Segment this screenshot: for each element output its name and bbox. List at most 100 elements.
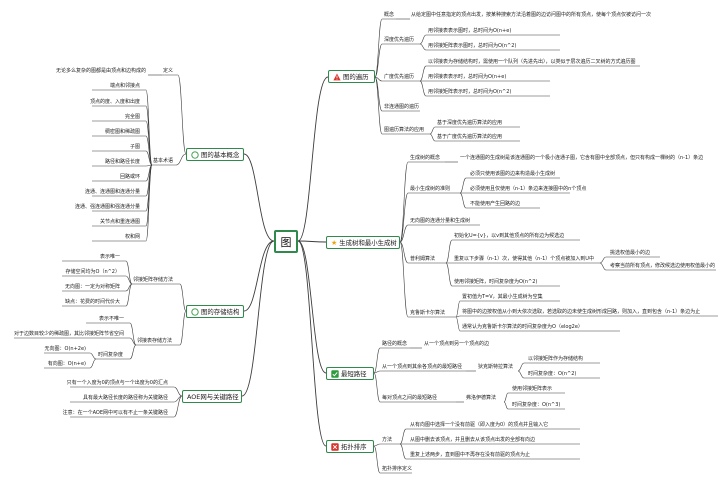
node-t5a[interactable]: 基于深度优先遍历算法的应用 <box>437 120 503 126</box>
node-g1c[interactable]: 无向图：一定为对称矩阵 <box>64 284 120 290</box>
node-m5a[interactable]: 置初值为T=V，其最小生成树为空集 <box>462 294 543 300</box>
node-g2c2[interactable]: 有向图：O(n+e) <box>47 361 86 367</box>
connector-line <box>399 443 580 460</box>
node-a2[interactable]: 具有最大路径长度的路径称为关键路径 <box>82 395 168 401</box>
node-c2k[interactable]: 权和网 <box>124 234 140 240</box>
node-m5b[interactable]: 将图中的边按权值从小到大依次选取，若选取的边未使生成树形成回路，则加入，直到包含… <box>462 309 701 315</box>
node-s2a2[interactable]: 时间复杂度：O(n^2) <box>528 371 577 377</box>
node-t5[interactable]: 图遍历算法的应用 <box>384 127 425 133</box>
node-c1[interactable]: 定义 <box>163 68 174 74</box>
node-t1a[interactable]: 从给定图中任意指定的顶点出发，按某种搜索方法沿着图的边访问图中的所有顶点，使每个… <box>411 12 652 18</box>
node-t2[interactable]: 深度优先遍历 <box>384 37 415 43</box>
connector-line <box>455 316 620 332</box>
node-m2[interactable]: 最小生成树的准则 <box>410 186 451 192</box>
node-m4a[interactable]: 初始化U={v}，以v到其他顶点的所有边为候选边 <box>454 233 565 239</box>
node-g1d[interactable]: 缺点：花费的时间代价大 <box>64 299 120 305</box>
node-s2a[interactable]: 狄克斯特拉算法 <box>478 364 514 370</box>
branch-shortest[interactable]: 最短路径 <box>326 367 374 380</box>
node-m4b[interactable]: 重复以下步骤（n-1）次，使得其他（n-1）个顶点被加入到U中 <box>454 256 594 262</box>
node-c2b[interactable]: 顶点的度、入度和出度 <box>89 99 140 105</box>
connector-line <box>599 256 660 264</box>
warning-icon <box>333 73 341 81</box>
node-t3[interactable]: 广度优先遍历 <box>384 74 415 80</box>
connector-line <box>96 344 137 360</box>
node-g2c[interactable]: 时间复杂度 <box>98 352 124 358</box>
root-node[interactable]: 图 <box>274 230 298 253</box>
node-c2g[interactable]: 回路或环 <box>119 174 140 180</box>
node-g1[interactable]: 邻接矩阵存储方法 <box>133 277 174 283</box>
node-c2a[interactable]: 端点和邻接点 <box>109 83 140 89</box>
node-c1a[interactable]: 无论多么复杂的图都是由顶点和边构成的 <box>55 68 146 74</box>
node-g2[interactable]: 邻接表存储方法 <box>137 338 173 344</box>
connector-line <box>373 445 412 474</box>
node-s3a1[interactable]: 使用邻接矩阵表示 <box>512 386 553 392</box>
connector-line <box>517 362 600 372</box>
connector-line <box>419 43 560 51</box>
node-t2a[interactable]: 用邻接表表示图时，总时间为O(n+e) <box>428 28 512 34</box>
node-c2[interactable]: 基本术语 <box>153 158 174 164</box>
node-o1a[interactable]: 从有向图中选择一个没有前驱（即入度为0）的顶点并且输入它 <box>410 422 549 428</box>
node-s3[interactable]: 每对顶点之间的最短路径 <box>382 395 438 401</box>
node-m3[interactable]: 无向图的连通分量和生成树 <box>410 218 471 224</box>
node-a1[interactable]: 只有一个入度为0的顶点与一个出度为0的汇点 <box>66 380 168 386</box>
node-t3b[interactable]: 用邻接表表示时，总时间为O(n+e) <box>428 74 507 80</box>
node-c2i[interactable]: 连通、强连通图和强连通分量 <box>74 204 140 210</box>
connector-line <box>70 386 183 397</box>
connector-line <box>162 74 187 155</box>
connector-line <box>62 283 133 307</box>
node-g2a[interactable]: 表示不唯一 <box>98 316 124 322</box>
node-m4c[interactable]: 使用邻接矩阵，时间复杂度为O(n^2) <box>454 279 538 285</box>
node-c2e[interactable]: 子图 <box>129 144 140 150</box>
node-m4[interactable]: 普利姆算法 <box>410 256 436 262</box>
branch-mst[interactable]: ★ 生成树和最小生成树 <box>326 236 400 249</box>
node-m2c[interactable]: 不能使用产生回路的边 <box>470 201 521 207</box>
node-c2j[interactable]: 关节点和重连通图 <box>99 219 140 225</box>
branch-topo[interactable]: 拓扑排序 <box>326 440 374 453</box>
node-m4b1[interactable]: 挑选权值最小的边 <box>610 250 651 256</box>
node-g2b[interactable]: 对于边数目较少的稀疏图，其比邻接矩阵节省空间 <box>13 331 124 337</box>
node-t3c[interactable]: 用邻接矩阵表示时，总时间为O(n^2) <box>428 89 512 95</box>
node-m4b2[interactable]: 考察当前所有顶点，修改候选边使用权值最小的 <box>610 263 716 269</box>
node-o1c[interactable]: 重复上述两步，直到图中不再存在没有前驱的顶点为止 <box>410 452 531 458</box>
node-t2b[interactable]: 用邻接矩阵表示图时，总时间为O(n^2) <box>428 43 517 49</box>
node-o1[interactable]: 方法 <box>382 437 393 443</box>
node-c2h[interactable]: 连通、连通图和连通分量 <box>84 189 140 195</box>
node-t4[interactable]: 非连通图的遍历 <box>384 104 420 110</box>
node-s2[interactable]: 从一个顶点到其余各顶点的最短路径 <box>382 364 463 370</box>
node-t3a[interactable]: 以邻接表为存储结构时，需使用一个队列（先进先出），以类似于层次遍历二叉树的方式遍… <box>428 59 636 65</box>
node-g1b[interactable]: 存储空间均为O（n^2） <box>65 269 120 275</box>
node-s1a[interactable]: 从一个顶点到另一个顶点的边 <box>424 341 490 347</box>
node-m2a[interactable]: 必须只使用该图的边来构造最小生成树 <box>470 171 556 177</box>
node-s3a2[interactable]: 时间复杂度：O(n^3) <box>512 402 561 408</box>
connector-line <box>429 133 520 142</box>
node-g1a[interactable]: 表示唯一 <box>99 254 120 260</box>
node-m5c[interactable]: 通常认为克鲁斯卡尔算法的时间复杂度为O（elog2e） <box>462 324 583 330</box>
branch-concepts[interactable]: 图的基本概念 <box>186 148 244 161</box>
star-icon: ★ <box>331 238 338 247</box>
node-a3[interactable]: 注意：在一个AOE网中可以有不止一条关键路径 <box>62 410 168 416</box>
branch-storage[interactable]: 图的存储结构 <box>186 305 244 318</box>
node-s1[interactable]: 路径的概念 <box>382 341 408 347</box>
node-m5[interactable]: 克鲁斯卡尔算法 <box>410 310 446 316</box>
connector-line <box>399 428 580 445</box>
branch-traversal[interactable]: 图的遍历 <box>328 70 375 83</box>
node-g2c1[interactable]: 无向图：O(n+2e) <box>44 346 86 352</box>
connector-line <box>455 300 560 318</box>
node-c2c[interactable]: 完全图 <box>124 114 140 120</box>
node-t1[interactable]: 概念 <box>384 12 395 18</box>
node-c2f[interactable]: 路径和路径长度 <box>104 159 140 165</box>
connector-line <box>44 352 97 360</box>
node-c2d[interactable]: 稠密图和稀疏图 <box>104 129 140 135</box>
node-s2a1[interactable]: 以邻接矩阵作为存储结构 <box>528 356 584 362</box>
node-m2b[interactable]: 必须使用且仅使用（n-1）条边来连接图中的n个顶点 <box>470 186 587 192</box>
node-t5b[interactable]: 基于广度优先遍历算法的应用 <box>437 134 503 140</box>
connector-line <box>373 443 400 447</box>
node-s3a[interactable]: 弗洛伊德算法 <box>466 395 497 401</box>
connector-line <box>70 395 183 403</box>
node-o2[interactable]: 拓扑排序定义 <box>382 466 413 472</box>
branch-aoe[interactable]: AOE网与关键路径 <box>182 390 242 403</box>
node-m1[interactable]: 生成树的概念 <box>410 155 441 161</box>
node-o1b[interactable]: 从图中删去该顶点，并且删去从该顶点出发的全部有向边 <box>410 437 536 443</box>
node-m1a[interactable]: 一个连通图的生成树是该连通图的一个极小连通子图，它含有图中全部顶点，但只有构成一… <box>460 155 704 161</box>
